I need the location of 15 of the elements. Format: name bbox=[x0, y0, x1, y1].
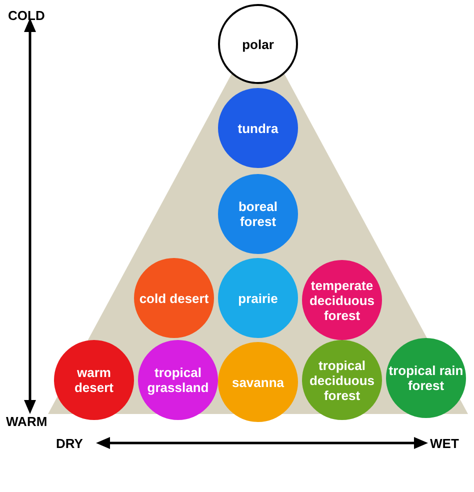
biome-name: tropical rain forest bbox=[388, 363, 464, 393]
biome-name: warm desert bbox=[73, 365, 115, 395]
axis-label: WET bbox=[430, 435, 459, 453]
axis-label: WARM bbox=[6, 413, 48, 431]
biome-name: prairie bbox=[237, 290, 279, 306]
biome-name: polar bbox=[241, 36, 275, 52]
axis-label: COLD bbox=[8, 7, 45, 25]
biome-name: savanna bbox=[230, 374, 286, 390]
biome-name: tropical grassland bbox=[146, 365, 210, 395]
biome-name: temperate deciduous forest bbox=[308, 278, 376, 322]
biome-name: tropical deciduous forest bbox=[308, 358, 376, 402]
biome-name: tundra bbox=[236, 120, 280, 136]
axis-label: DRY bbox=[56, 435, 83, 453]
biome-name: cold desert bbox=[138, 290, 210, 306]
biome-name: boreal forest bbox=[237, 199, 278, 229]
